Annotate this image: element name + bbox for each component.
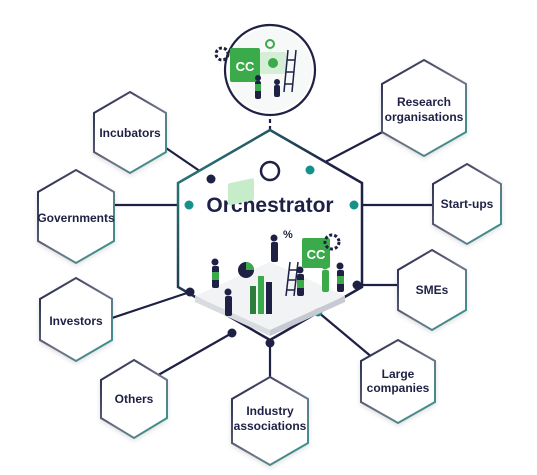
hex-smes bbox=[397, 248, 467, 332]
label-research-line1: Research bbox=[397, 95, 451, 109]
label-industry-line1: Industry bbox=[246, 404, 294, 418]
orchestrator-top-ring bbox=[259, 160, 281, 182]
hex-investors bbox=[39, 276, 113, 363]
dot-startups bbox=[349, 200, 359, 210]
dot-industry bbox=[265, 338, 275, 348]
label-others: Others bbox=[115, 392, 154, 406]
label-startups: Start-ups bbox=[441, 197, 494, 211]
label-investors: Investors bbox=[49, 314, 103, 328]
connector-others bbox=[152, 332, 233, 379]
hex-industry-associations bbox=[231, 375, 309, 467]
innovation-workspace-illustration: CC bbox=[214, 23, 317, 117]
svg-text:%: % bbox=[283, 229, 293, 241]
hex-incubators bbox=[93, 90, 167, 175]
dot-research bbox=[305, 165, 315, 175]
label-industry-line2: associations bbox=[234, 419, 307, 433]
label-incubators: Incubators bbox=[99, 126, 161, 140]
dot-smes bbox=[352, 280, 362, 290]
hex-large-companies bbox=[360, 338, 436, 425]
connector-investors bbox=[111, 290, 191, 320]
svg-text:CC: CC bbox=[236, 59, 255, 74]
orchestrator-title: Orchestrator bbox=[206, 194, 333, 217]
svg-text:CC: CC bbox=[307, 247, 326, 262]
label-smes: SMEs bbox=[416, 283, 449, 297]
team-collaboration-illustration: CC % bbox=[195, 178, 345, 336]
label-research-line2: organisations bbox=[385, 110, 464, 124]
hex-others bbox=[100, 358, 168, 440]
connector-large bbox=[317, 311, 374, 359]
label-governments: Governments bbox=[37, 211, 115, 225]
hex-research bbox=[381, 58, 467, 158]
hex-governments bbox=[37, 168, 115, 265]
dot-investors bbox=[185, 287, 195, 297]
dot-incubators bbox=[206, 174, 216, 184]
label-large-line2: companies bbox=[367, 381, 430, 395]
dot-others bbox=[227, 328, 237, 338]
dot-governments bbox=[184, 200, 194, 210]
hex-startups bbox=[432, 162, 502, 246]
label-large-line1: Large bbox=[382, 367, 415, 381]
